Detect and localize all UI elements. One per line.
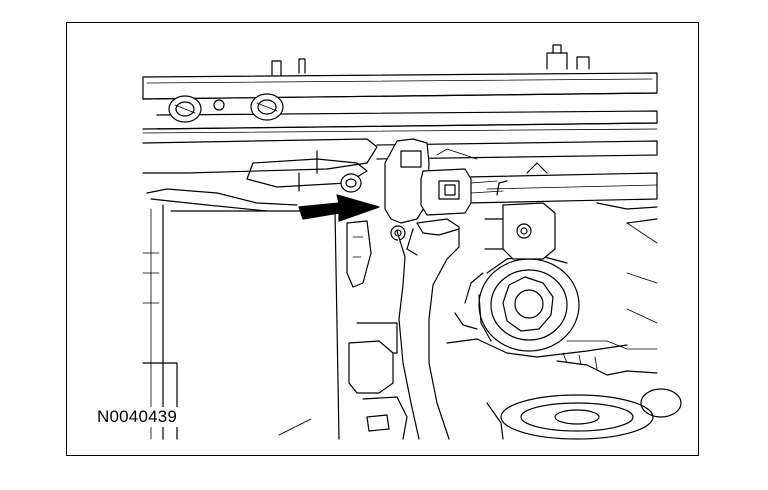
- right-bracket: [484, 202, 556, 260]
- figure-frame: N0040439: [66, 22, 699, 456]
- upper-cross-member: [142, 44, 658, 134]
- callout-arrow: [298, 194, 380, 222]
- engine-bay-line-drawing: [142, 44, 682, 440]
- pump-pulley: [478, 254, 580, 352]
- figure-label: N0040439: [95, 407, 180, 427]
- lower-components: [346, 220, 682, 440]
- coolant-hose: [396, 218, 460, 440]
- left-shroud-panel: [142, 138, 378, 440]
- leader-line: [278, 418, 312, 436]
- cross-member-holes: [168, 93, 284, 123]
